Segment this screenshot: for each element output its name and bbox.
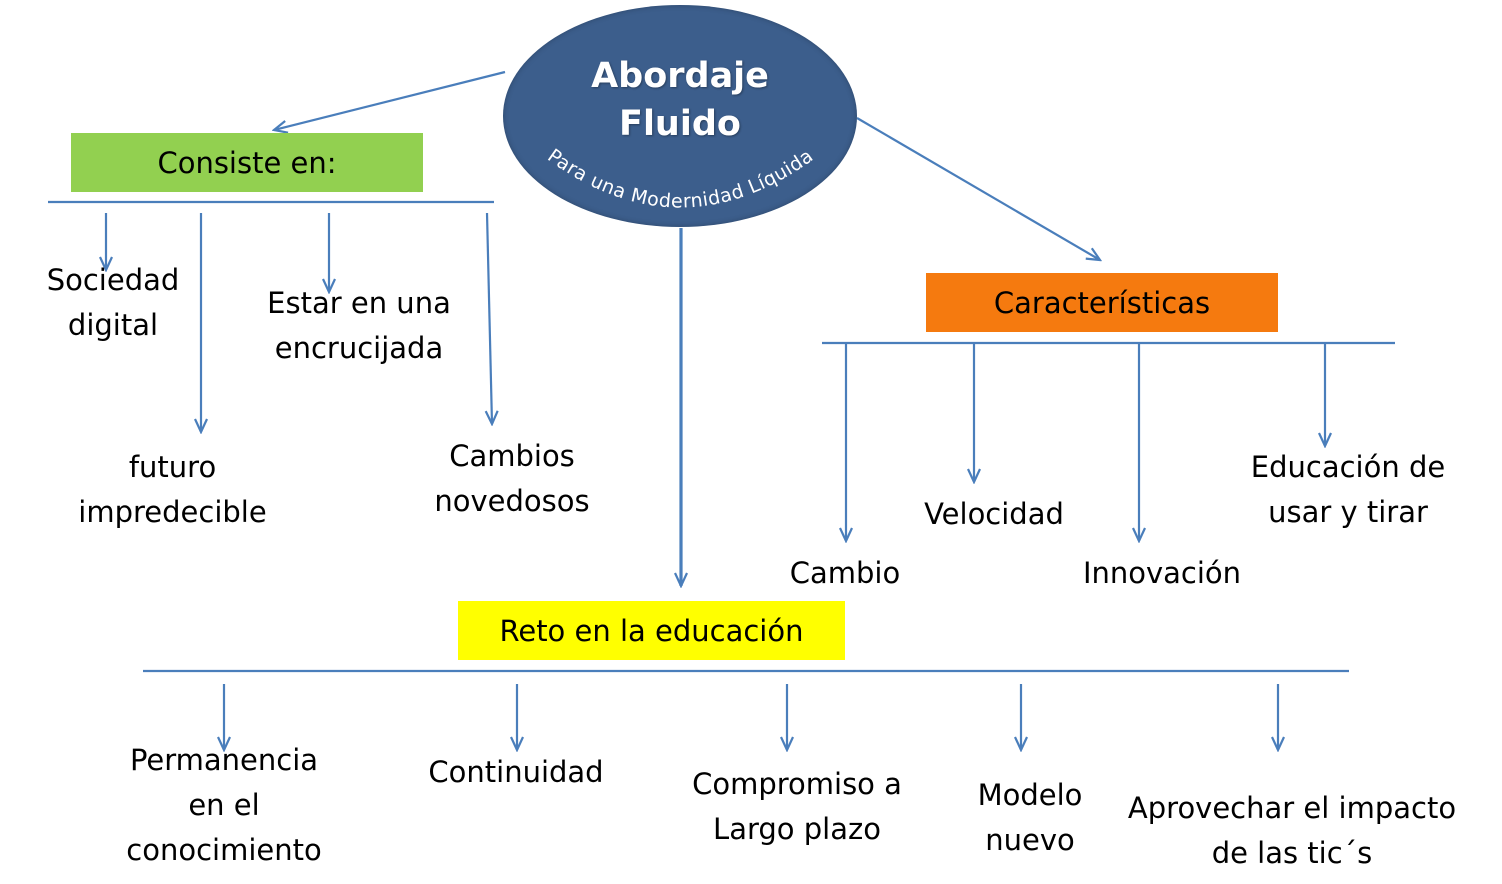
caract-item-cambio: Cambio [789, 556, 901, 590]
reto-label: Reto en la educación [499, 613, 804, 648]
reto-item-continuidad: Continuidad [428, 755, 604, 789]
arrow-center-to-caracteristicas [856, 117, 1100, 260]
caract-item-velocidad: Velocidad [924, 497, 1064, 531]
center-title: Abordaje Fluido [591, 56, 769, 144]
reto-item-aprovechar: Aprovechar el impacto de las tic´s [1127, 791, 1457, 870]
consiste-box: Consiste en: [71, 133, 423, 192]
caract-item-educacion: Educación de usar y tirar [1250, 450, 1446, 529]
caract-item-innovacion: Innovación [1082, 556, 1242, 590]
consiste-item-encrucijada: Estar en una encrucijada [267, 286, 451, 365]
caracteristicas-label: Características [993, 285, 1211, 320]
consiste-label: Consiste en: [157, 145, 337, 180]
center-node [503, 5, 857, 227]
reto-item-modelo: Modelo nuevo [977, 778, 1083, 857]
reto-item-compromiso: Compromiso a Largo plazo [692, 767, 902, 846]
reto-box: Reto en la educación [458, 601, 845, 660]
caracteristicas-box: Características [926, 273, 1278, 332]
consiste-item-sociedad: Sociedad digital [46, 263, 180, 342]
arrow-consiste-4 [487, 212, 492, 424]
arrow-center-to-consiste [274, 70, 506, 130]
consiste-item-futuro: futuro impredecible [78, 450, 267, 529]
consiste-item-cambios: Cambios novedosos [434, 439, 590, 518]
reto-item-permanencia: Permanencia en el conocimiento [126, 743, 322, 867]
